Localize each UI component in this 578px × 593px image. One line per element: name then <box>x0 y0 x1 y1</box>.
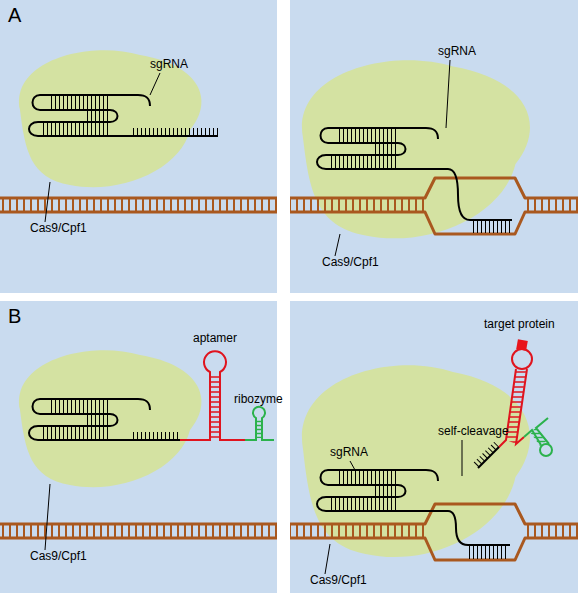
part-label: Cas9/Cpf1 <box>30 222 87 236</box>
dna-duplex <box>290 504 578 560</box>
part-label: sgRNA <box>438 45 476 59</box>
part-label: aptamer <box>193 332 237 346</box>
sgrna-strand <box>29 95 218 136</box>
leader-line <box>45 60 462 574</box>
part-label: ribozyme <box>234 393 283 407</box>
dna-duplex <box>0 198 277 212</box>
part-label: sgRNA <box>150 58 188 72</box>
part-label: self-cleavage <box>438 425 509 439</box>
dna-duplex <box>290 178 578 234</box>
panel-background <box>0 0 277 293</box>
ribozyme-symbol <box>524 418 552 456</box>
dna-duplex <box>0 524 277 538</box>
panel-background <box>290 301 578 593</box>
part-label: Cas9/Cpf1 <box>30 550 87 564</box>
target-protein <box>516 339 528 351</box>
sgrna-strand <box>29 399 180 440</box>
panel-letter: B <box>8 305 21 328</box>
panel-background <box>0 301 277 593</box>
ribozyme-symbol <box>245 407 274 440</box>
sgrna-strand <box>317 470 510 559</box>
cleaved-fragment <box>473 442 499 468</box>
panel-background <box>290 0 578 293</box>
part-label: sgRNA <box>330 446 368 460</box>
part-label: target protein <box>484 318 555 332</box>
panel-letter: A <box>8 4 21 27</box>
part-label: Cas9/Cpf1 <box>322 256 379 270</box>
part-label: Cas9/Cpf1 <box>310 574 367 588</box>
cas-protein <box>19 50 201 187</box>
sgrna-strand <box>317 128 512 233</box>
cas-protein <box>19 350 201 487</box>
